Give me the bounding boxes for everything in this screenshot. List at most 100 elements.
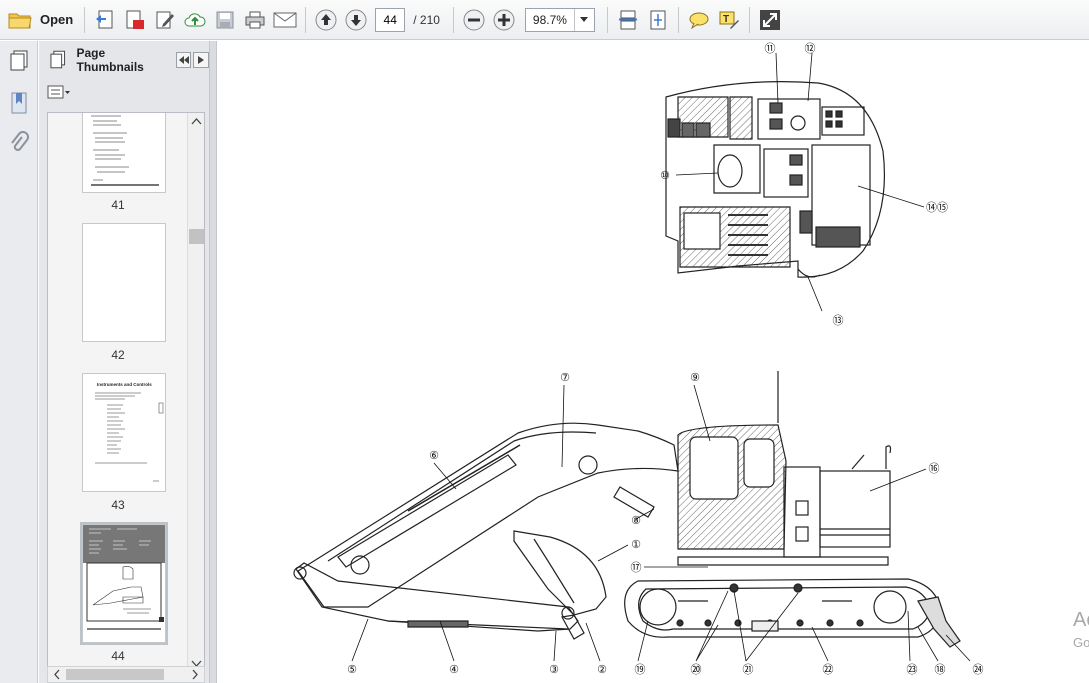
callout-17: ⑰ xyxy=(631,561,642,574)
envelope-icon xyxy=(273,12,297,27)
thumbnail-page[interactable] xyxy=(82,223,166,342)
export-pdf-button[interactable] xyxy=(120,5,150,35)
callout-24: ㉔ xyxy=(973,663,984,676)
thumbnail-page-number: 44 xyxy=(111,649,125,663)
panel-splitter[interactable] xyxy=(209,41,217,683)
callout-12: ⑫ xyxy=(805,42,816,55)
panel-title: Page Thumbnails xyxy=(76,46,144,74)
thumbnail-list[interactable]: 41 42 Instruments and Controls 43 xyxy=(47,112,205,669)
page-thumbnails-tab[interactable] xyxy=(0,41,38,79)
document-view[interactable]: ⑪ ⑫ ⑩ ⑬ ⑭⑮ ⑦ ⑨ ⑥ ⑯ ⑧ ① ⑰ ⑤ ④ ③ ② ⑲ ⑳ ㉑ ㉒… xyxy=(218,41,1089,683)
open-label: Open xyxy=(40,12,74,27)
scrollbar-thumb[interactable] xyxy=(66,669,164,680)
create-pdf-button[interactable] xyxy=(90,5,120,35)
callout-18: ⑱ xyxy=(935,663,946,676)
save-button[interactable] xyxy=(210,5,240,35)
excavator-side-view xyxy=(293,371,961,648)
upload-button[interactable] xyxy=(180,5,210,35)
page-preview xyxy=(91,115,159,186)
next-page-button[interactable] xyxy=(341,5,371,35)
thumbnail-vertical-scrollbar[interactable] xyxy=(187,113,204,668)
thumbnails-panel: Page Thumbnails 41 42 xyxy=(39,41,209,683)
callout-8: ⑧ xyxy=(631,514,641,527)
callout-19: ⑲ xyxy=(635,663,646,676)
thumbnail-page[interactable]: Instruments and Controls xyxy=(82,373,166,492)
save-icon xyxy=(216,11,234,28)
thumbnail-heading: Instruments and Controls xyxy=(97,382,152,387)
chevron-up-icon xyxy=(191,118,202,125)
scrollbar-thumb[interactable] xyxy=(189,229,204,244)
callout-22: ㉒ xyxy=(823,663,834,676)
callout-20: ⑳ xyxy=(691,663,702,676)
options-list-icon xyxy=(47,85,70,99)
minus-circle-icon xyxy=(463,9,485,30)
edit-pdf-button[interactable] xyxy=(150,5,180,35)
panel-header: Page Thumbnails xyxy=(39,41,209,79)
zoom-in-button[interactable] xyxy=(489,5,519,35)
callout-10: ⑩ xyxy=(660,169,670,182)
page-preview xyxy=(83,525,165,630)
callout-9: ⑨ xyxy=(690,371,700,384)
callout-21: ㉑ xyxy=(743,663,754,676)
zoom-select[interactable]: 98.7% xyxy=(524,7,595,32)
panel-menu-button[interactable] xyxy=(193,52,209,68)
activation-watermark: Ac xyxy=(1073,609,1089,631)
paperclip-icon xyxy=(11,131,29,151)
pages-icon xyxy=(10,50,28,71)
callout-labels: ⑪ ⑫ ⑩ ⑬ ⑭⑮ ⑦ ⑨ ⑥ ⑯ ⑧ ① ⑰ ⑤ ④ ③ ② ⑲ ⑳ ㉑ ㉒… xyxy=(347,42,983,676)
thumbnail-page-selected[interactable] xyxy=(82,524,166,643)
thumbnail-horizontal-scrollbar[interactable] xyxy=(47,666,205,683)
thumbnail-options-button[interactable] xyxy=(39,79,209,105)
callout-leaders xyxy=(351,52,971,662)
toolbar-divider xyxy=(748,6,750,33)
previous-page-button[interactable] xyxy=(311,5,341,35)
collapse-panel-button[interactable] xyxy=(175,52,192,68)
full-screen-button[interactable] xyxy=(755,5,785,35)
text-highlight-icon: T xyxy=(719,11,739,29)
pages-icon xyxy=(50,50,66,69)
callout-11: ⑪ xyxy=(765,42,776,55)
chevron-down-icon xyxy=(573,8,594,31)
toolbar-divider xyxy=(452,6,454,33)
thumbnail-page-number: 42 xyxy=(111,348,125,362)
page-number-input[interactable] xyxy=(375,7,406,32)
excavator-diagram: ⑪ ⑫ ⑩ ⑬ ⑭⑮ ⑦ ⑨ ⑥ ⑯ ⑧ ① ⑰ ⑤ ④ ③ ② ⑲ ⑳ ㉑ ㉒… xyxy=(293,42,984,676)
scroll-pages-icon xyxy=(618,10,637,29)
fit-page-button[interactable] xyxy=(643,5,673,35)
callout-23: ㉓ xyxy=(907,663,918,676)
callout-4: ④ xyxy=(449,663,459,676)
toolbar-divider xyxy=(606,6,608,33)
toolbar-divider xyxy=(84,6,86,33)
callout-5: ⑤ xyxy=(347,663,357,676)
chevron-left-icon xyxy=(54,669,60,680)
print-button[interactable] xyxy=(240,5,270,35)
toolbar-divider xyxy=(677,6,679,33)
toolbar-divider xyxy=(305,6,307,33)
attachments-tab[interactable] xyxy=(0,123,38,163)
speech-bubble-icon xyxy=(689,12,709,29)
bookmark-icon xyxy=(11,92,27,114)
callout-16: ⑯ xyxy=(929,462,940,475)
zoom-out-button[interactable] xyxy=(459,5,489,35)
highlight-text-button[interactable]: T xyxy=(714,5,744,35)
callout-7: ⑦ xyxy=(560,371,570,384)
arrow-up-circle-icon xyxy=(315,9,337,30)
zoom-value: 98.7% xyxy=(532,12,567,27)
pdf-doc-icon xyxy=(126,10,145,29)
main-toolbar: Open xyxy=(0,0,1089,40)
svg-text:T: T xyxy=(723,14,729,25)
chevron-right-icon xyxy=(198,56,205,64)
page-total: / 210 xyxy=(413,12,440,27)
bookmarks-tab[interactable] xyxy=(0,83,38,123)
scroll-mode-button[interactable] xyxy=(613,5,643,35)
callout-6: ⑥ xyxy=(429,449,439,462)
fit-page-icon xyxy=(650,10,666,29)
open-button[interactable]: Open xyxy=(0,5,79,35)
thumbnail-page[interactable] xyxy=(82,113,166,193)
comment-button[interactable] xyxy=(684,5,714,35)
email-button[interactable] xyxy=(270,5,300,35)
callout-1: ① xyxy=(631,538,641,551)
thumbnail-page-number: 43 xyxy=(111,498,125,512)
expand-icon xyxy=(759,9,780,30)
excavator-top-view xyxy=(665,81,886,278)
